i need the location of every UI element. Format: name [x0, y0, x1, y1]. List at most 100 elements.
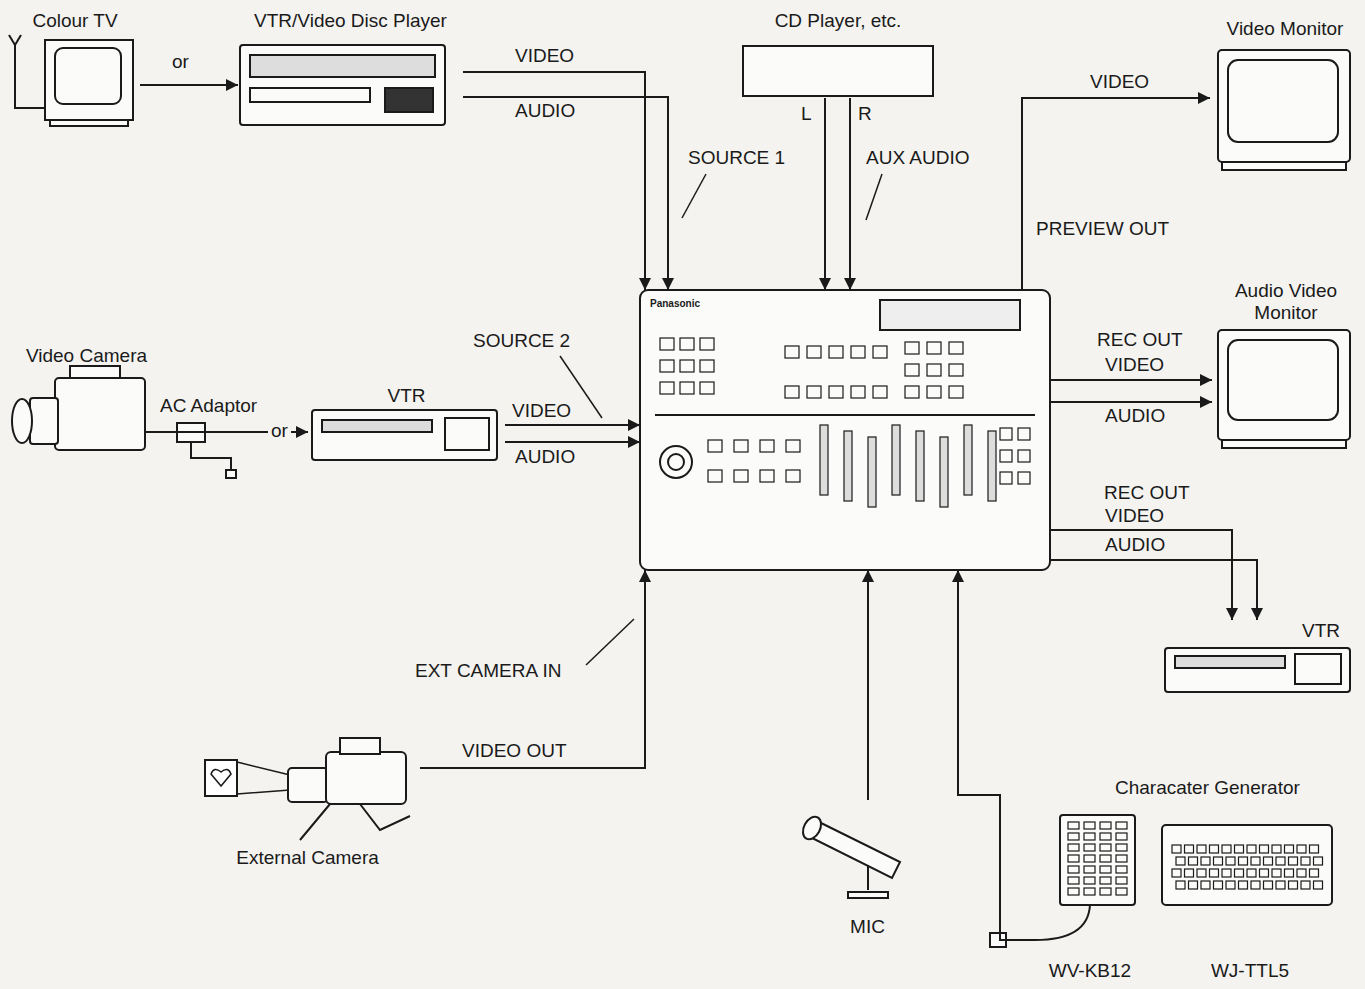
signal-arrow	[1050, 379, 1212, 381]
mixer-button	[949, 386, 963, 398]
signal-arrow	[849, 98, 851, 290]
keyboard-key	[1214, 881, 1223, 889]
keyboard-key	[1310, 869, 1319, 877]
keypad-key	[1116, 822, 1127, 829]
keyboard-key	[1285, 869, 1294, 877]
mixer-button	[700, 382, 714, 394]
keyboard-key	[1185, 869, 1194, 877]
mixer-button	[949, 364, 963, 376]
mixer-button	[785, 346, 799, 358]
keyboard-key	[1247, 869, 1256, 877]
keyboard-key	[1310, 845, 1319, 853]
mixer-button	[807, 386, 821, 398]
keypad-key	[1100, 888, 1111, 895]
mixer-button	[905, 364, 919, 376]
equipment-unit: Audio Video Monitor	[1212, 280, 1360, 450]
keypad-key	[1084, 844, 1095, 851]
mixer-button	[949, 342, 963, 354]
mixer-button	[1018, 472, 1030, 484]
equipment-unit: External Camera	[195, 735, 420, 871]
mixer-fader	[940, 437, 948, 507]
keyboard-key	[1201, 857, 1210, 865]
keyboard-key	[1260, 845, 1269, 853]
device-label: Video Camera	[8, 345, 165, 367]
mixer-button	[927, 386, 941, 398]
keyboard-key	[1210, 869, 1219, 877]
signal-label: VIDEO	[1090, 72, 1149, 93]
keyboard-key	[1197, 845, 1206, 853]
equipment-unit: CD Player, etc.	[742, 10, 934, 98]
mixer-button	[807, 346, 821, 358]
keyboard-key	[1197, 869, 1206, 877]
keypad-key	[1116, 833, 1127, 840]
keyboard-key	[1285, 845, 1294, 853]
mixer-button	[927, 364, 941, 376]
keypad-key	[1116, 866, 1127, 873]
device-label: MIC	[805, 916, 930, 938]
port-label: REC OUT	[1104, 483, 1190, 504]
keyboard-key	[1289, 857, 1298, 865]
mixer-button	[873, 386, 887, 398]
equipment-unit: Video Camera	[8, 345, 165, 457]
signal-arrow	[867, 570, 869, 800]
mixer-button	[660, 360, 674, 372]
mixer-button	[734, 440, 748, 452]
signal-label: AUDIO	[1105, 535, 1165, 556]
keyboard-key	[1314, 857, 1323, 865]
mixer-button	[760, 470, 774, 482]
mixer-fader	[964, 425, 972, 495]
port-label: AUX AUDIO	[866, 148, 969, 169]
keyboard-key	[1239, 857, 1248, 865]
keypad-key	[1100, 844, 1111, 851]
signal-arrow	[824, 98, 826, 290]
device-label: WV-KB12	[1035, 960, 1145, 982]
signal-arrow	[1050, 560, 1257, 620]
port-label: Characater Generator	[1115, 778, 1300, 799]
mixer-button	[700, 338, 714, 350]
mixer-button	[785, 386, 799, 398]
keyboard-key	[1301, 857, 1310, 865]
signal-arrow	[1050, 401, 1212, 403]
keyboard-key	[1276, 881, 1285, 889]
mixer-button	[851, 346, 865, 358]
mixer-button	[760, 440, 774, 452]
mixer-button	[1000, 428, 1012, 440]
keypad-key	[1068, 844, 1079, 851]
equipment-unit: MIC	[805, 800, 930, 940]
equipment-unit: VTR/Video Disc Player	[238, 10, 463, 128]
keyboard-key	[1176, 857, 1185, 865]
keyboard-key	[1251, 857, 1260, 865]
equipment-unit: Panasonic	[640, 290, 1050, 570]
keyboard-key	[1222, 869, 1231, 877]
keyboard-key	[1301, 881, 1310, 889]
signal-arrow	[505, 424, 640, 426]
keypad-key	[1068, 888, 1079, 895]
signal-label: AUDIO	[515, 447, 575, 468]
port-label: PREVIEW OUT	[1036, 219, 1169, 240]
device-label: WJ-TTL5	[1155, 960, 1345, 982]
device-label: Audio Video Monitor	[1212, 280, 1360, 324]
mixer-button	[700, 360, 714, 372]
mixer-fader	[892, 425, 900, 495]
equipment-unit: WV-KB12	[1035, 812, 1145, 984]
keypad-key	[1068, 822, 1079, 829]
keyboard-key	[1235, 845, 1244, 853]
signal-label: VIDEO	[512, 401, 571, 422]
keyboard-key	[1247, 845, 1256, 853]
signal-label: AUDIO	[1105, 406, 1165, 427]
keyboard-key	[1264, 881, 1273, 889]
signal-label: L	[801, 104, 812, 125]
keyboard-key	[1289, 881, 1298, 889]
keyboard-key	[1272, 845, 1281, 853]
signal-label: VIDEO	[1105, 355, 1164, 376]
signal-label: or	[172, 52, 189, 73]
keypad-key	[1116, 855, 1127, 862]
equipment-unit: VTR	[308, 385, 505, 463]
keyboard-key	[1185, 845, 1194, 853]
device-label: CD Player, etc.	[742, 10, 934, 32]
keyboard-key	[1239, 881, 1248, 889]
keypad-key	[1084, 888, 1095, 895]
port-label: REC OUT	[1097, 330, 1183, 351]
mixer-button	[660, 338, 674, 350]
keyboard-key	[1314, 881, 1323, 889]
